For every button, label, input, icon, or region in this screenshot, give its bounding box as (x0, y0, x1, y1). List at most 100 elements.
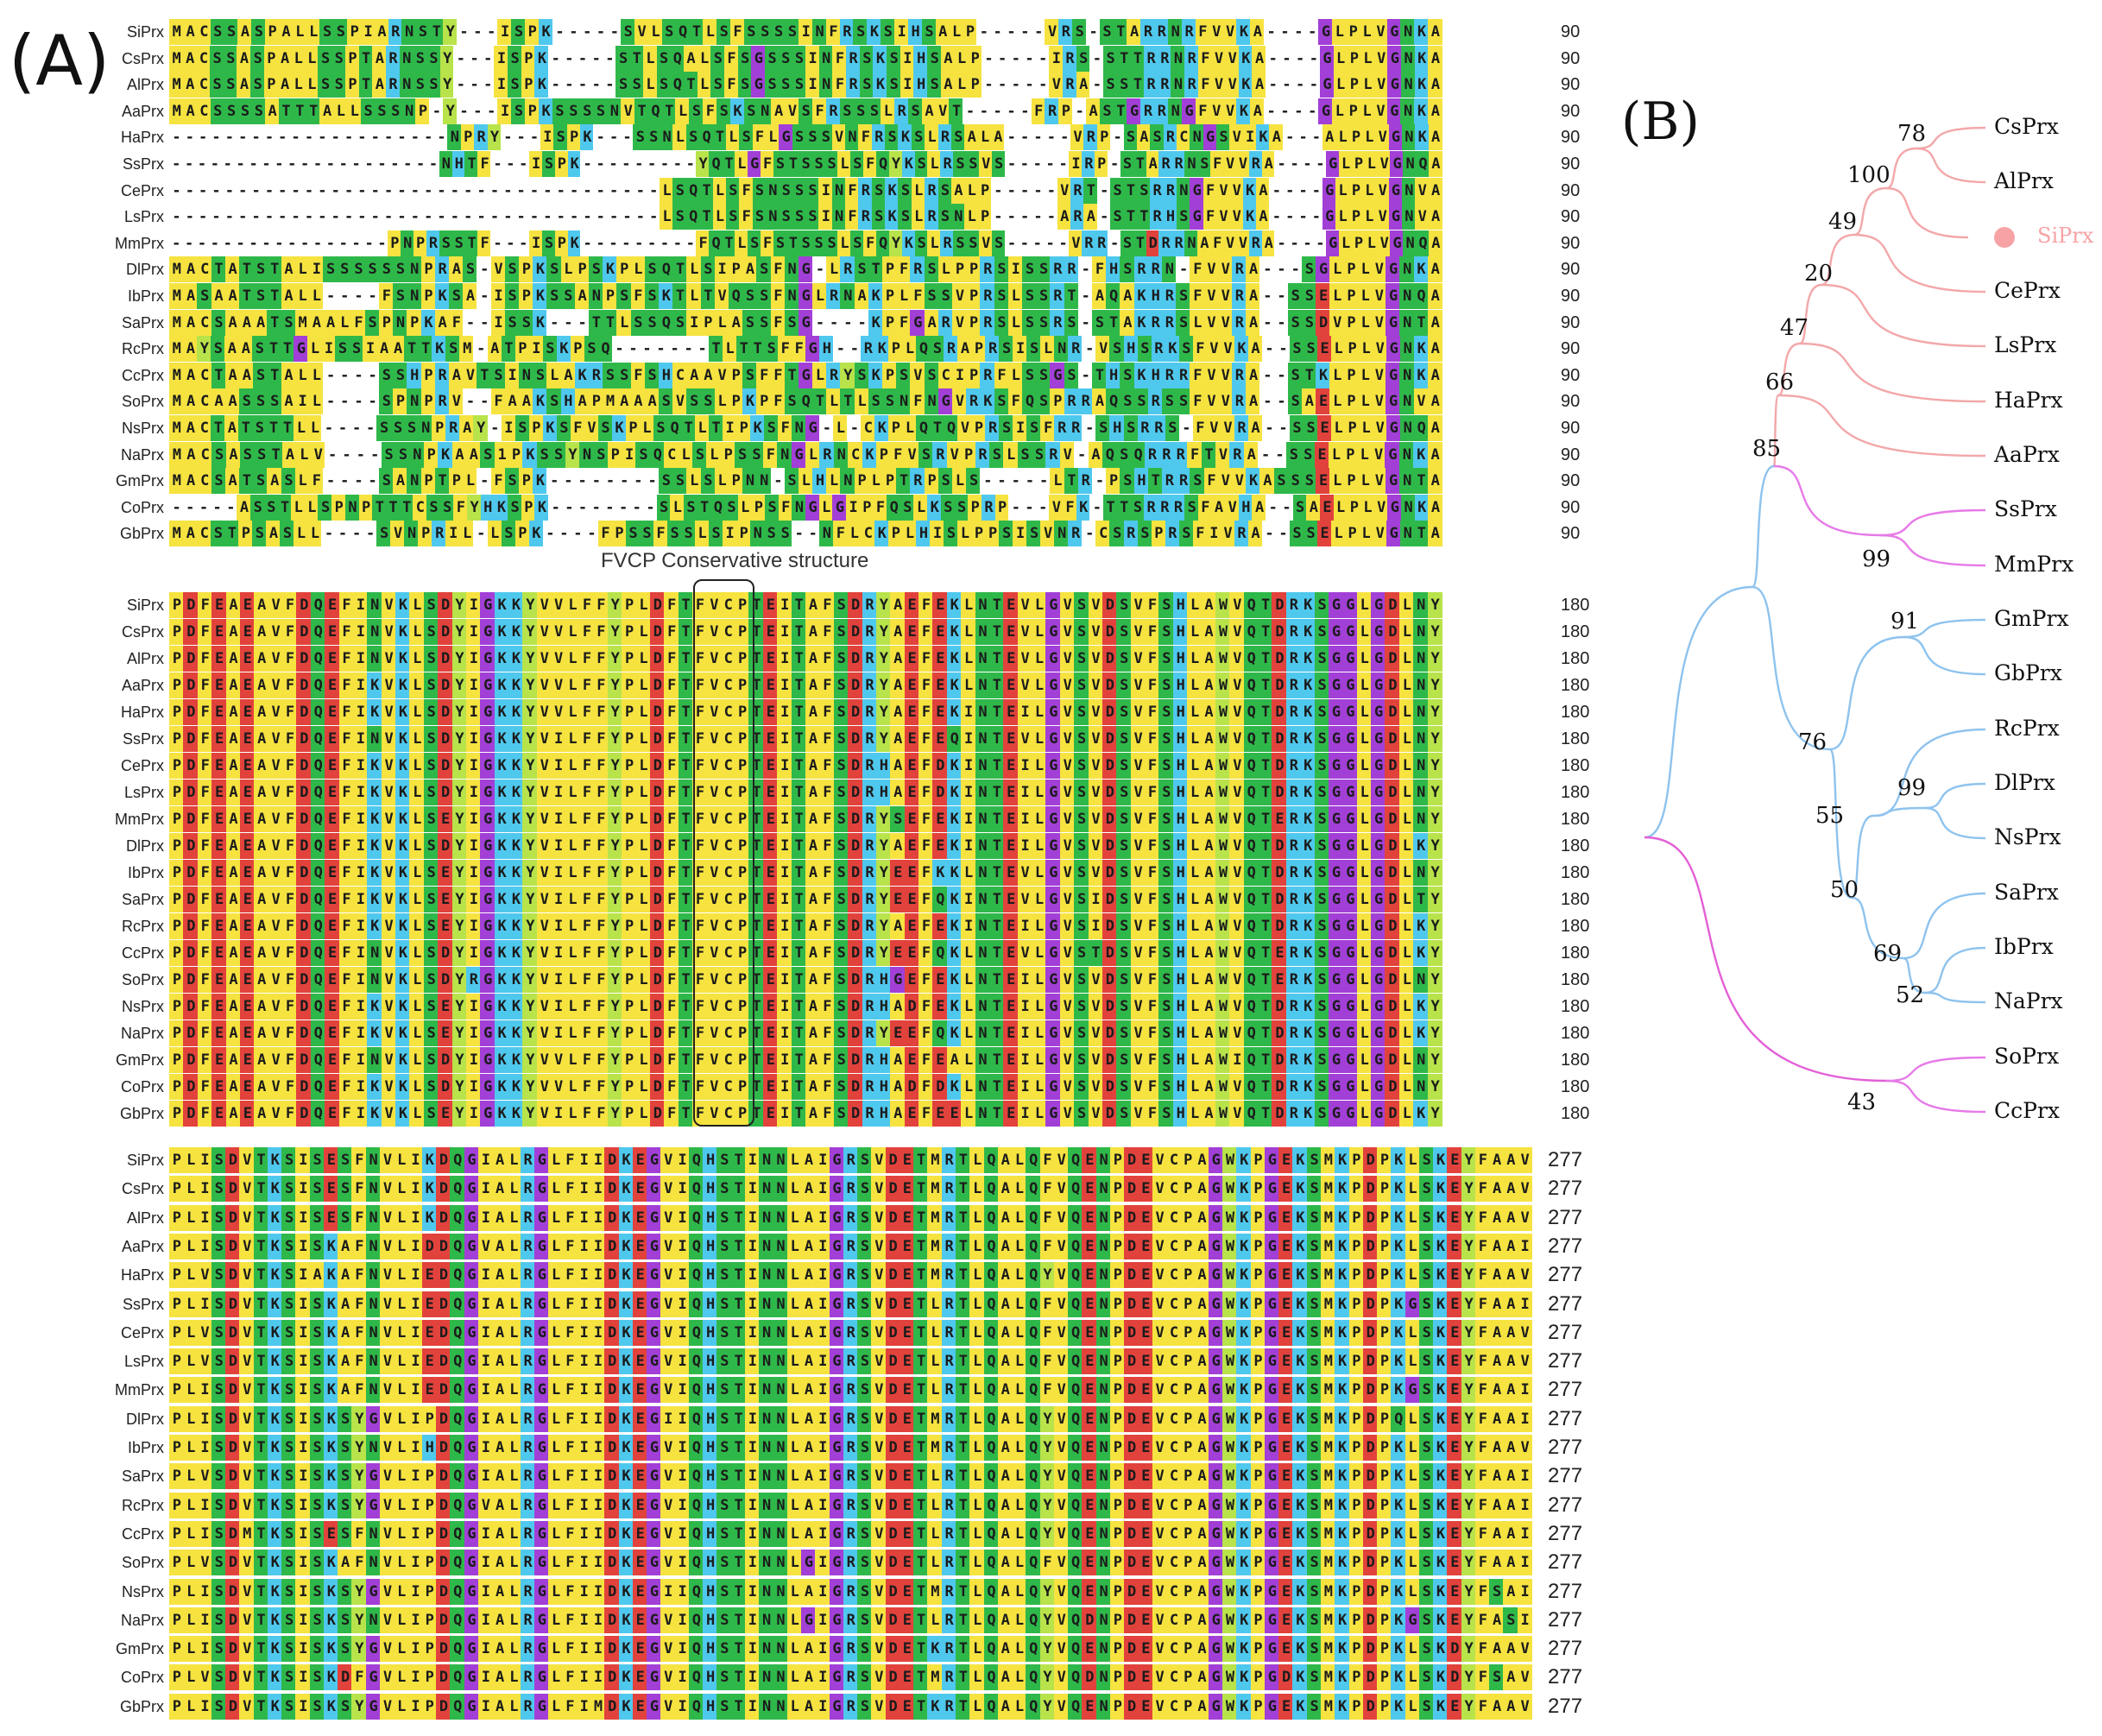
tree-branch (1821, 283, 1986, 348)
sequence-position: 180 (1561, 753, 1589, 779)
tree-branch (1885, 1079, 1986, 1114)
tree-branch (1799, 342, 1986, 403)
sequence-name: SaPrx (0, 310, 164, 336)
sequence-name: AaPrx (0, 672, 164, 698)
sequence-position: 90 (1561, 19, 1580, 45)
sequence-name: CsPrx (0, 46, 164, 72)
sequence-name: NaPrx (0, 442, 164, 468)
tree-branch (1924, 806, 1986, 840)
sequence-name: MmPrx (0, 230, 164, 256)
sequence-name: CsPrx (0, 619, 164, 645)
sequence-name: MmPrx (0, 806, 164, 832)
tree-leaf-label: SsPrx (1994, 496, 2057, 521)
tree-branch (1924, 782, 1986, 810)
sequence-position: 90 (1561, 521, 1580, 546)
sequence-name: RcPrx (0, 336, 164, 362)
sequence-position: 90 (1561, 495, 1580, 521)
sequence-name: AaPrx (0, 98, 164, 124)
sequence-position: 90 (1561, 256, 1580, 282)
sequence-position: 90 (1561, 388, 1580, 414)
sequence-position: 180 (1561, 672, 1589, 698)
bootstrap-value: 78 (1897, 121, 1926, 147)
bootstrap-value: 66 (1765, 369, 1794, 395)
tree-leaf-label: CcPrx (1994, 1098, 2060, 1123)
sequence-name: SsPrx (0, 151, 164, 177)
sequence-name: LsPrx (0, 780, 164, 805)
tree-branch (1916, 126, 1986, 150)
sequence-name: CePrx (0, 178, 164, 204)
sequence-name: SiPrx (0, 592, 164, 618)
tree-leaf-label: DlPrx (1994, 770, 2055, 795)
sequence-position: 90 (1561, 124, 1580, 150)
sequence-name: AlPrx (0, 646, 164, 672)
tree-branch (1773, 464, 1881, 537)
bootstrap-value: 99 (1897, 775, 1926, 801)
sequence-name: HaPrx (0, 124, 164, 150)
sequence-position: 180 (1561, 646, 1589, 672)
sequence-name: GbPrx (0, 521, 164, 546)
sequence-name: CoPrx (0, 495, 164, 521)
tree-leaf-label: CePrx (1994, 278, 2061, 303)
tree-leaf-label: SoPrx (1994, 1044, 2059, 1069)
tree-branch (1924, 991, 1986, 1004)
panel-b-label: (B) (1621, 92, 1700, 152)
tree-leaf-label: AaPrx (1994, 442, 2060, 467)
tree-branch (1879, 533, 1986, 567)
sequence-name: CcPrx (0, 363, 164, 388)
tree-leaf-label: MmPrx (1994, 552, 2074, 577)
sequence-name: IbPrx (0, 283, 164, 309)
tree-leaf-label: HaPrx (1994, 388, 2063, 413)
tree-branch (1872, 806, 1926, 817)
sequence-position: 90 (1561, 283, 1580, 309)
bootstrap-value: 99 (1862, 546, 1891, 572)
tree-leaf-label: AlPrx (1994, 168, 2054, 193)
tree-leaf-label: SaPrx (1994, 880, 2059, 905)
panel-a-label: (A) (9, 21, 110, 101)
sequence-position: 90 (1561, 468, 1580, 494)
tree-branch (1644, 585, 1753, 839)
sequence-position: 90 (1561, 363, 1580, 388)
bootstrap-value: 49 (1828, 209, 1857, 235)
sequence-name: CePrx (0, 753, 164, 779)
tree-leaf-label: CsPrx (1994, 114, 2059, 139)
sequence-name: NsPrx (0, 415, 164, 441)
tree-branch (1752, 585, 1831, 751)
sequence-name: GmPrx (0, 468, 164, 494)
sequence-name: HaPrx (0, 699, 164, 725)
sequence-position: 90 (1561, 310, 1580, 336)
tree-branch (1853, 186, 1887, 237)
bootstrap-value: 55 (1815, 803, 1844, 829)
tree-branch (1885, 1056, 1986, 1083)
tree-branch (1777, 394, 1986, 458)
sequence-position: 90 (1561, 178, 1580, 204)
sequence-position: 180 (1561, 619, 1589, 645)
bootstrap-value: 50 (1830, 877, 1859, 903)
sequence-position: 180 (1561, 726, 1589, 752)
tree-branch (1903, 635, 1986, 676)
tree-branch (1872, 728, 1986, 817)
tree-leaf-label: LsPrx (1994, 332, 2056, 357)
sequence-position: 90 (1561, 204, 1580, 230)
